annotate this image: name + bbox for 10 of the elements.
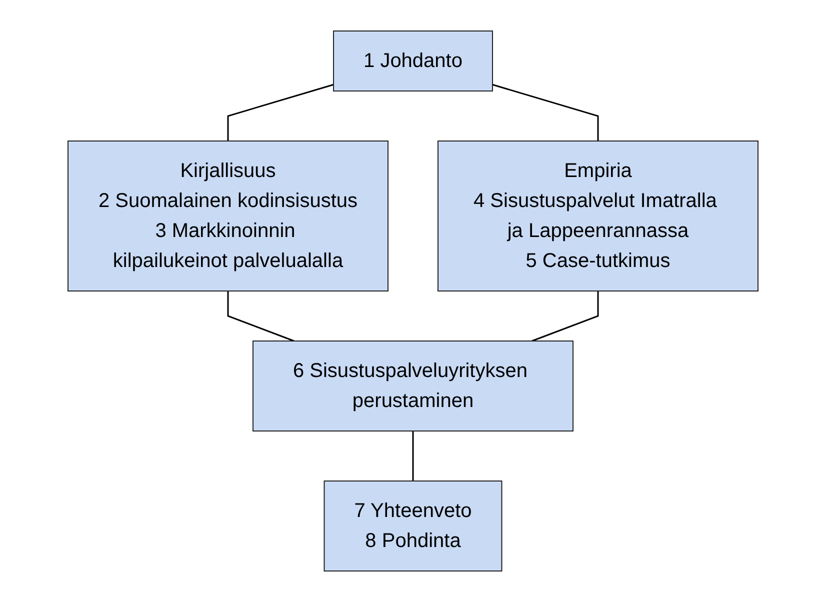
connector	[412, 430, 414, 480]
node-box: 7 Yhteenveto 8 Pohdinta	[324, 480, 502, 571]
node-box: 1 Johdanto	[333, 30, 493, 91]
node-box: Empiria 4 Sisustuspalvelut Imatralla ja Lappeenrannassa 5 Case-tutkimus	[438, 140, 758, 291]
connector	[227, 290, 294, 342]
node-box: Kirjallisuus 2 Suomalainen kodinsisustus 3 Markkinoinnin kilpailukeinot palvelualalla	[68, 140, 388, 291]
connector	[492, 83, 599, 140]
connector	[532, 290, 599, 342]
node-box: 6 Sisustuspalveluyrityksen perustaminen	[252, 340, 574, 431]
connector	[227, 83, 334, 140]
